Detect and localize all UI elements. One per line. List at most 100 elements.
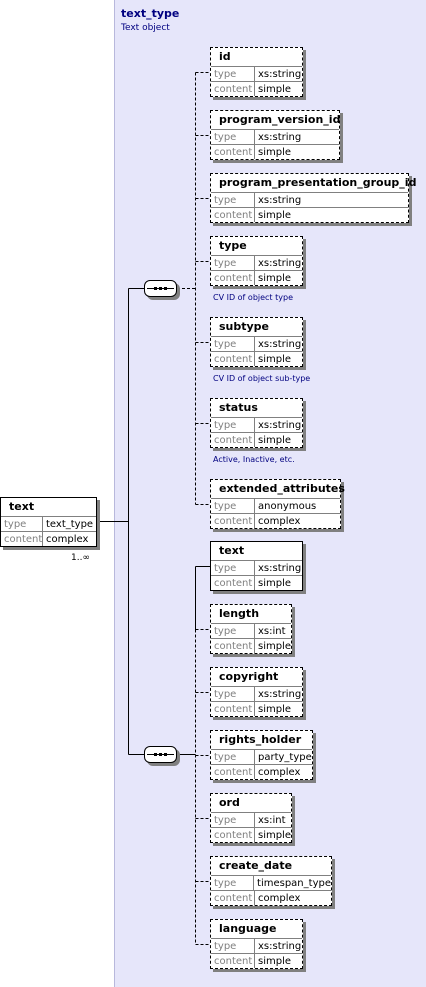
element-name: copyright	[219, 670, 279, 683]
sequence-icon	[147, 287, 174, 290]
element-name: program_version_id	[219, 113, 341, 126]
element-type-value: xs:string	[255, 66, 302, 81]
element-annotation: CV ID of object type	[213, 293, 293, 302]
content-label: content	[211, 953, 255, 968]
element-content-value: simple	[254, 827, 291, 842]
content-label: content	[211, 890, 255, 905]
element-content-value: simple	[254, 638, 291, 653]
content-label: content	[211, 351, 255, 366]
element-type-value: xs:string	[255, 192, 408, 207]
root-type-value: text_type	[43, 516, 96, 531]
root-content-row: content complex	[1, 531, 96, 546]
complex-type-description: Text object	[121, 23, 170, 33]
type-label: type	[211, 686, 255, 701]
sequence-compositor-1[interactable]	[144, 280, 177, 297]
type-label: type	[211, 623, 255, 638]
content-label: content	[1, 531, 43, 546]
root-element-name: text	[9, 500, 35, 513]
content-label: content	[211, 764, 255, 779]
root-multiplicity: 1..∞	[71, 553, 90, 563]
element-type-value: timespan_type	[254, 875, 331, 890]
type-label: type	[211, 66, 255, 81]
root-content-value: complex	[43, 531, 96, 546]
type-label: type	[211, 255, 255, 270]
element-name: length	[219, 607, 260, 620]
element-type-value: xs:string	[255, 336, 302, 351]
element-name: create_date	[219, 859, 293, 872]
element-type-value: xs:int	[255, 623, 291, 638]
type-label: type	[1, 516, 43, 531]
sequence-compositor-2[interactable]	[144, 746, 177, 763]
element-content-value: complex	[255, 513, 340, 528]
sequence-icon	[147, 753, 174, 756]
element-annotation: CV ID of object sub-type	[213, 374, 311, 383]
type-label: type	[211, 938, 255, 953]
content-label: content	[211, 513, 255, 528]
element-type-value: xs:string	[255, 255, 302, 270]
type-label: type	[211, 875, 255, 890]
element-type-value: anonymous	[255, 498, 340, 513]
element-name: text	[219, 544, 245, 557]
element-content-value: complex	[255, 764, 312, 779]
element-name: extended_attributes	[219, 482, 345, 495]
element-content-value: simple	[255, 701, 302, 716]
element-name: ord	[219, 796, 240, 809]
element-content-value: simple	[255, 81, 302, 96]
element-content-value: simple	[255, 270, 302, 285]
content-label: content	[211, 144, 255, 159]
element-name: type	[219, 239, 247, 252]
element-name: status	[219, 401, 258, 414]
element-annotation: Active, Inactive, etc.	[213, 455, 295, 464]
content-label: content	[211, 575, 255, 590]
element-content-value: simple	[255, 432, 302, 447]
element-name: rights_holder	[219, 733, 302, 746]
element-type-value: xs:string	[255, 938, 302, 953]
element-name: subtype	[219, 320, 270, 333]
element-content-value: complex	[255, 890, 331, 905]
element-name: id	[219, 50, 231, 63]
content-label: content	[211, 701, 255, 716]
element-name: program_presentation_group_id	[219, 176, 417, 189]
element-content-value: simple	[255, 144, 339, 159]
element-content-value: simple	[255, 351, 302, 366]
type-label: type	[211, 560, 255, 575]
root-type-row: type text_type	[1, 516, 96, 531]
element-name: language	[219, 922, 277, 935]
root-element-box[interactable]: text type text_type content complex	[0, 497, 97, 547]
